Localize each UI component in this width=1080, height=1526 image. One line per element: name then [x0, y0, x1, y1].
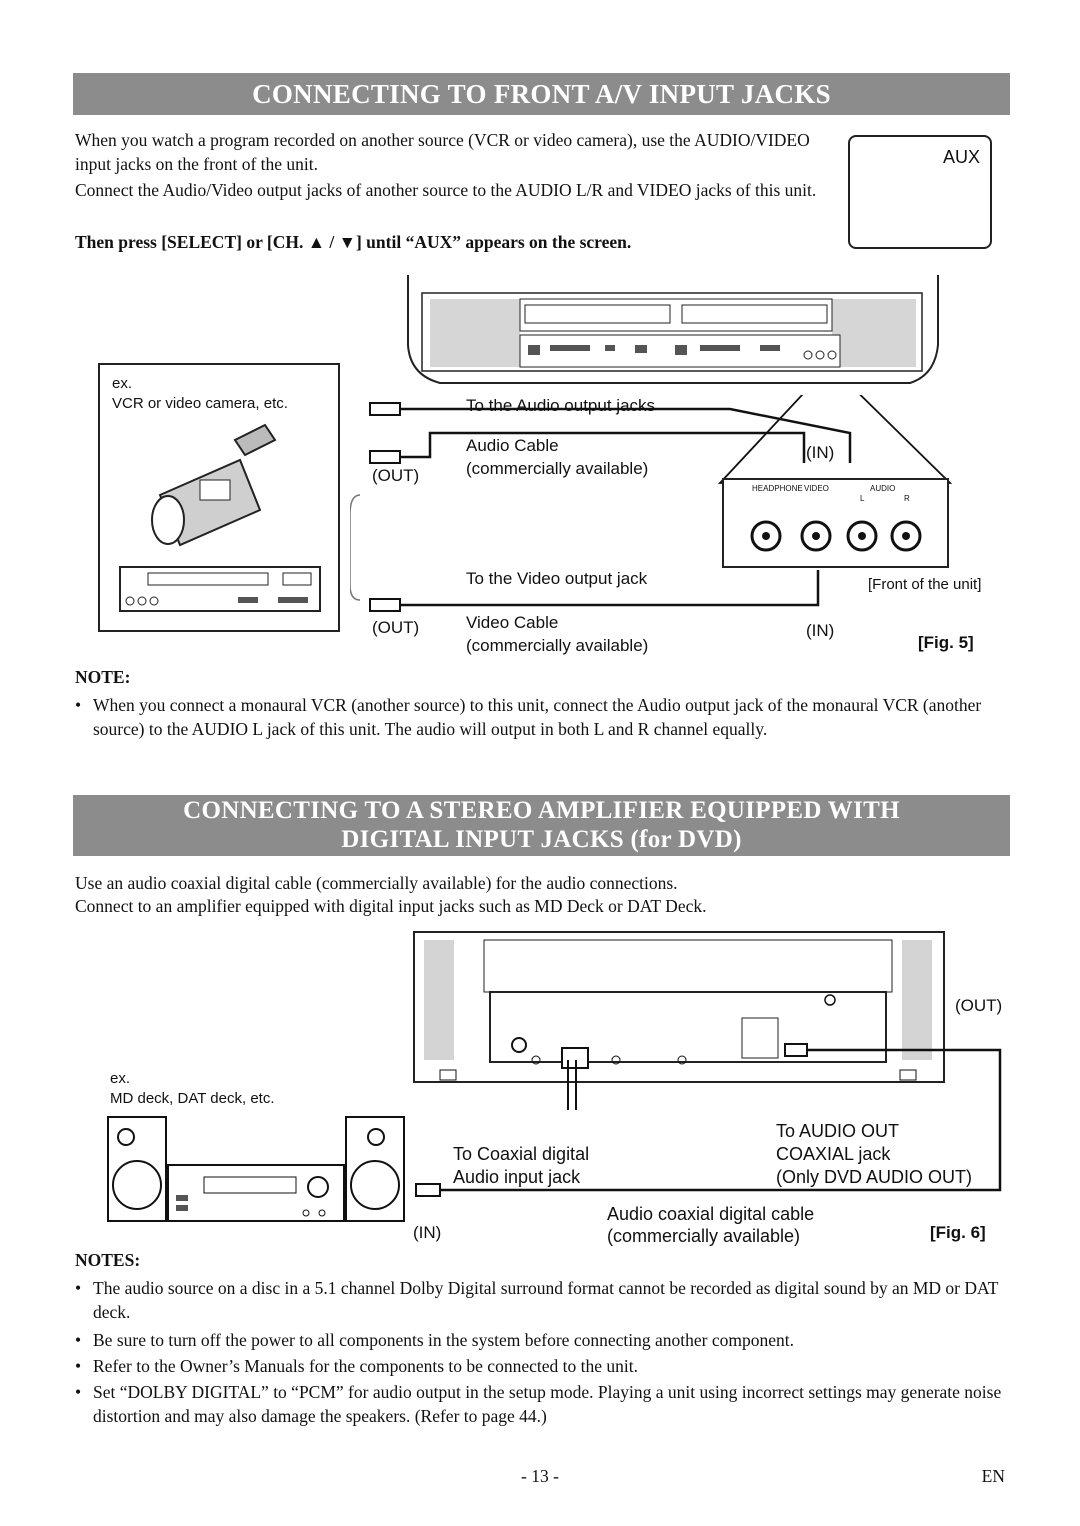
notes-item: •Be sure to turn off the power to all co…: [75, 1328, 1005, 1352]
video-cable-note: (commercially available): [466, 636, 649, 655]
coax-cable-label-2: (commercially available): [607, 1226, 801, 1246]
headphone-label: HEADPHONE: [752, 484, 803, 493]
audio-l-label: L: [860, 494, 865, 503]
video-in-label: (IN): [806, 621, 835, 640]
aux-screen-label: AUX: [942, 147, 980, 167]
notes-text: Be sure to turn off the power to all com…: [93, 1330, 794, 1350]
language-tag: EN: [981, 1466, 1005, 1486]
fig5-caption: [Fig. 5]: [918, 633, 974, 652]
section-title-stereo-amp: CONNECTING TO A STEREO AMPLIFIER EQUIPPE…: [73, 795, 1010, 856]
fig6-caption: [Fig. 6]: [930, 1223, 986, 1242]
source-device-box: ex. VCR or video camera, etc.: [98, 363, 340, 632]
to-audio-out-label-2: COAXIAL jack: [776, 1144, 891, 1164]
instruction-text: Then press [SELECT] or [CH. ▲ / ▼] until…: [75, 232, 632, 252]
source-device-label: VCR or video camera, etc.: [112, 395, 288, 412]
audio-cable-note: (commercially available): [466, 459, 649, 478]
video-camera-icon: [151, 423, 277, 547]
deck-source-label: MD deck, DAT deck, etc.: [110, 1090, 275, 1107]
coax-input-label-2: Audio input jack: [453, 1167, 581, 1187]
note-item: •When you connect a monaural VCR (anothe…: [75, 693, 1005, 741]
notes-heading: NOTES:: [75, 1250, 141, 1270]
vcr-icon: [119, 566, 321, 612]
tv-front-illustration: [407, 275, 939, 384]
section-title-line-2: DIGITAL INPUT JACKS (for DVD): [341, 826, 742, 853]
deck-ex-label: ex.: [110, 1070, 131, 1087]
fig6-coax-cable: [415, 1043, 1002, 1197]
notes-item: •Set “DOLBY DIGITAL” to “PCM” for audio …: [75, 1380, 1005, 1428]
front-of-unit-label: [Front of the unit]: [868, 576, 982, 593]
section-title-front-av: CONNECTING TO FRONT A/V INPUT JACKS: [73, 73, 1010, 115]
notes-text: Refer to the Owner’s Manuals for the com…: [93, 1356, 638, 1376]
video-cable-label: Video Cable: [466, 613, 559, 632]
intro-paragraph-1: When you watch a program recorded on ano…: [75, 130, 810, 174]
audio-cable-label: Audio Cable: [466, 436, 559, 455]
audio-in-label: (IN): [806, 443, 835, 462]
front-jack-panel: HEADPHONE VIDEO AUDIO L R: [722, 478, 949, 568]
aux-screen-illustration: AUX: [848, 135, 992, 249]
audio-r-label: R: [904, 494, 910, 503]
source-ex-label: ex.: [112, 375, 133, 392]
note-heading: NOTE:: [75, 667, 131, 687]
notes-text: The audio source on a disc in a 5.1 chan…: [93, 1278, 999, 1322]
deck-in-label: (IN): [413, 1223, 442, 1242]
rear-out-label: (OUT): [955, 996, 1003, 1015]
to-audio-out-label-1: To AUDIO OUT: [776, 1121, 900, 1141]
section-title-line-1: CONNECTING TO A STEREO AMPLIFIER EQUIPPE…: [183, 797, 900, 824]
notes-text: Set “DOLBY DIGITAL” to “PCM” for audio o…: [93, 1382, 1002, 1426]
fig5-cables: [350, 395, 953, 612]
coax-cable-label-1: Audio coaxial digital cable: [607, 1204, 815, 1224]
audio-output-jacks-label: To the Audio output jacks: [466, 396, 656, 415]
note-text: When you connect a monaural VCR (another…: [93, 695, 982, 739]
video-out-label: (OUT): [372, 618, 420, 637]
stereo-system-illustration: [107, 1116, 405, 1222]
page-number: - 13 -: [521, 1466, 559, 1486]
coax-input-label-1: To Coaxial digital: [453, 1144, 590, 1164]
audio-out-label: (OUT): [372, 466, 420, 485]
video-output-jack-label: To the Video output jack: [466, 569, 648, 588]
notes-item: •The audio source on a disc in a 5.1 cha…: [75, 1276, 1005, 1324]
notes-item: •Refer to the Owner’s Manuals for the co…: [75, 1354, 1005, 1378]
intro-paragraph-2: Connect the Audio/Video output jacks of …: [75, 180, 817, 200]
amp-paragraph-2: Connect to an amplifier equipped with di…: [75, 896, 707, 916]
audio-label: AUDIO: [870, 484, 896, 493]
video-label: VIDEO: [804, 484, 829, 493]
amp-paragraph-1: Use an audio coaxial digital cable (comm…: [75, 873, 678, 893]
jack-sockets: [750, 520, 922, 552]
to-audio-out-label-3: (Only DVD AUDIO OUT): [776, 1167, 973, 1187]
